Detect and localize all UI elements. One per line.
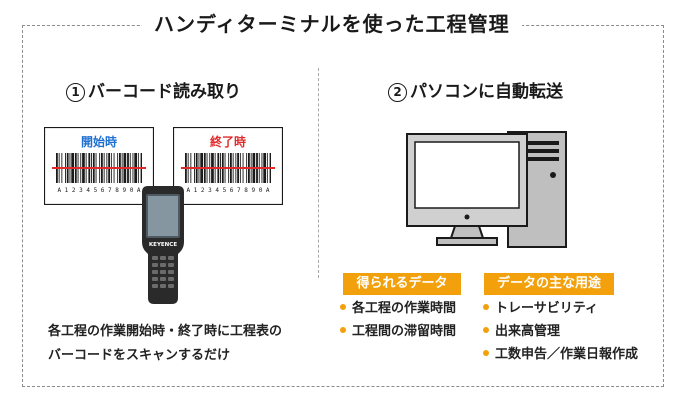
list-item: 各工程の作業時間: [340, 297, 456, 320]
diagram-title: ハンディターミナルを使った工程管理: [142, 10, 522, 38]
barcode-end-digits: A 1 2 3 4 5 6 7 8 9 0 A: [186, 187, 269, 194]
list-item: 工程間の滞留時間: [340, 320, 456, 343]
bullet-icon: [483, 304, 489, 310]
caption-line-1: 各工程の作業開始時・終了時に工程表の: [48, 324, 283, 339]
list-item: 出来高管理: [483, 320, 638, 343]
bullet-icon: [483, 327, 489, 333]
barcode-start-digits: A 1 2 3 4 5 6 7 8 9 0 A: [57, 187, 140, 194]
handheld-terminal-icon: KEYENCE: [142, 186, 184, 304]
data-obtained-list: 各工程の作業時間 工程間の滞留時間: [340, 297, 456, 343]
data-uses-list: トレーサビリティ 出来高管理 工数申告／作業日報作成: [483, 297, 638, 366]
barcode-card-start: 開始時 A 1 2 3 4 5 6 7 8 9 0 A: [44, 127, 154, 205]
keypad: [152, 256, 174, 288]
barcode-end-label: 終了時: [210, 134, 246, 149]
section1-number-icon: 1: [66, 83, 85, 102]
section2-number-icon: 2: [388, 83, 407, 102]
list-item: 工数申告／作業日報作成: [483, 343, 638, 366]
section1-title-text: バーコード読み取り: [88, 82, 241, 102]
bullet-icon: [340, 304, 346, 310]
device-brand: KEYENCE: [149, 242, 177, 248]
list-item: トレーサビリティ: [483, 297, 638, 320]
desktop-pc-icon: [406, 131, 567, 248]
caption-line-2: バーコードをスキャンするだけ: [48, 348, 231, 363]
data-obtained-tag: 得られるデータ: [343, 273, 461, 295]
bullet-icon: [340, 327, 346, 333]
barcode-start-label: 開始時: [81, 134, 117, 149]
data-uses-tag: データの主な用途: [484, 273, 614, 295]
barcode-card-end: 終了時 A 1 2 3 4 5 6 7 8 9 0 A: [173, 127, 283, 205]
section-divider: [318, 68, 319, 278]
section2-title-text: パソコンに自動転送: [410, 82, 563, 102]
bullet-icon: [483, 350, 489, 356]
